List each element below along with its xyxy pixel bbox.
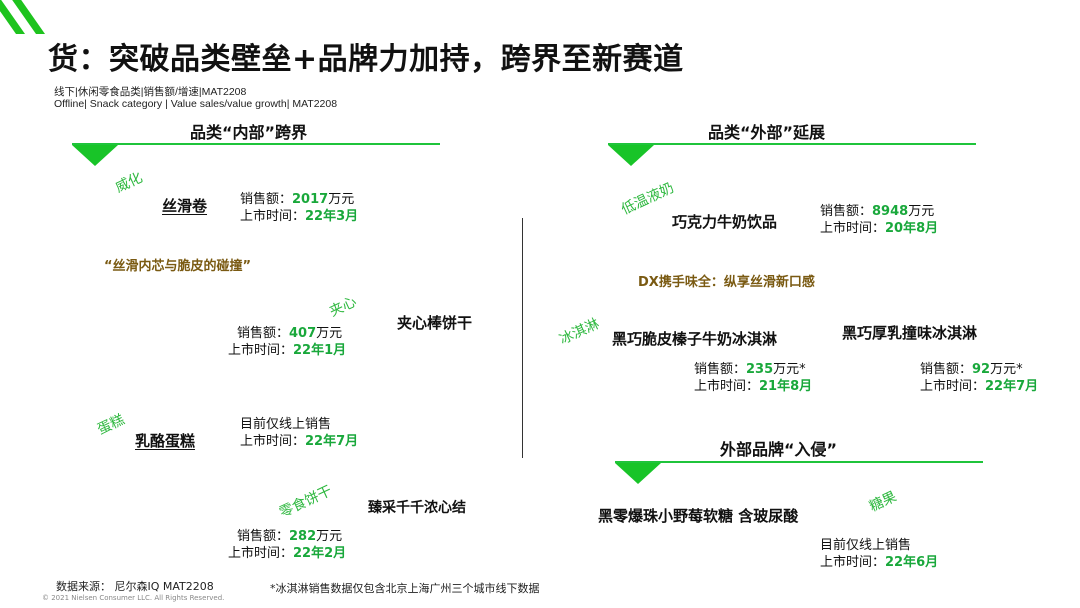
tag-ice-cream: 冰淇淋 [557,315,602,349]
product-ice-cream-1: 黑巧脆皮榛子牛奶冰淇淋 [612,330,778,348]
footnote: *冰淇淋销售数据仅包含北京上海广州三个城市线下数据 [270,582,540,595]
tag-snack-biscuit: 零食饼干 [277,482,335,522]
product-cheese-cake: 乳酪蛋糕 [135,432,196,450]
product-filled-bar-biscuit: 夹心棒饼干 [397,314,473,332]
right-section-triangle [608,145,654,166]
tag-candy: 糖果 [867,488,900,516]
product-candy: 黑零爆珠小野莓软糖 含玻尿酸 [598,507,799,525]
stat-ice-cream-1: 销售额：235万元* 上市时间：21年8月 [694,362,813,394]
stat-choc-milk: 销售额：8948万元 上市时间：20年8月 [820,204,939,236]
product-choc-milk: 巧克力牛奶饮品 [672,213,778,231]
logo-mark [0,0,46,44]
subtitle-en: Offline| Snack category | Value sales/va… [54,98,338,110]
stat-silky-roll: 销售额：2017万元 上市时间：22年3月 [240,192,359,224]
product-knot: 臻采千千浓心结 [368,500,466,516]
dx-note: DX携手味全：纵享丝滑新口感 [638,275,815,290]
tag-cake: 蛋糕 [95,411,128,439]
copyright: © 2021 Nielsen Consumer LLC. All Rights … [42,594,225,602]
stat-cheese-cake: 目前仅线上销售 上市时间：22年7月 [240,417,359,449]
stat-candy: 目前仅线上销售 上市时间：22年6月 [820,538,939,570]
product-ice-cream-2: 黑巧厚乳撞味冰淇淋 [842,324,978,342]
quote-text: “丝滑内芯与脆皮的碰撞” [104,259,252,274]
right-section2-rule [615,461,983,463]
left-section-title: 品类“内部”跨界 [190,123,308,142]
left-section-triangle [72,145,118,166]
product-silky-roll: 丝滑卷 [162,197,208,215]
stat-ice-cream-2: 销售额：92万元* 上市时间：22年7月 [920,362,1039,394]
left-section-rule [72,143,440,145]
page-title: 货：突破品类壁垒+品牌力加持，跨界至新赛道 [48,42,684,77]
subtitle-cn: 线下|休闲零食品类|销售额/增速|MAT2208 [54,86,247,98]
right-section-title: 品类“外部”延展 [708,123,826,142]
center-divider [522,218,523,458]
right-section2-title: 外部品牌“入侵” [720,440,838,459]
tag-filling: 夹心 [327,293,360,321]
stat-filled-bar-biscuit: 销售额：407万元 上市时间：22年1月 [228,326,347,358]
stat-knot: 销售额：282万元 上市时间：22年2月 [228,529,347,561]
data-source: 数据来源： 尼尔森IQ MAT2208 [56,580,214,593]
right-section-rule [608,143,976,145]
tag-chilled-milk: 低温液奶 [619,179,677,219]
right-section2-triangle [615,463,661,484]
tag-wafer: 威化 [113,169,146,197]
